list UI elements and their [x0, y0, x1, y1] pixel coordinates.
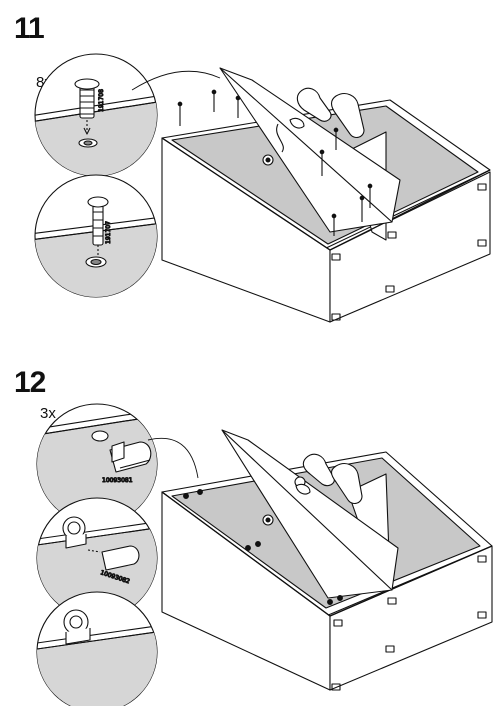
cam-lock-housing-icon	[62, 516, 140, 571]
detail-circle-dowel-installed: 191707	[34, 174, 158, 298]
detail-circle-cam-lock: 10093081	[36, 403, 158, 525]
part-code: 191708	[98, 89, 105, 112]
cam-lock-markers	[183, 489, 343, 605]
step-number: 12	[14, 366, 46, 399]
detail-circle-cam-housing: 10093082	[36, 497, 158, 619]
wooden-dowel-icon	[74, 78, 100, 135]
step-12-illustration: 10093081 10093082	[36, 403, 493, 706]
dowel-installed-icon	[87, 196, 109, 256]
hands-icon	[295, 453, 363, 505]
part-code: 10093081	[102, 477, 133, 484]
step-12: 12 3x 10093081	[0, 350, 500, 706]
step-number: 11	[14, 12, 45, 45]
quantity-label: 3x	[40, 405, 56, 422]
dowel-markers	[177, 89, 373, 236]
step-11: 11 8x	[0, 0, 500, 350]
part-code: 191707	[105, 221, 112, 244]
step-11-illustration: 191708	[34, 53, 491, 323]
cam-lock-installed-icon	[63, 609, 91, 645]
cam-lock-icon	[109, 441, 152, 473]
hands-icon	[289, 87, 365, 139]
detail-circle-cam-installed	[36, 591, 158, 706]
